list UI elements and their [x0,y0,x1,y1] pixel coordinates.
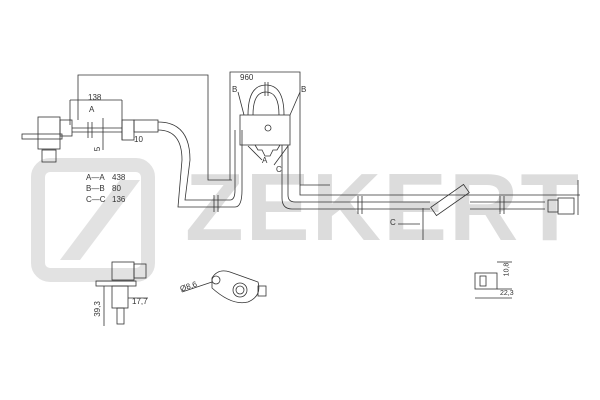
dimension-10-8: 10,8 [503,262,511,277]
marker-c-right: C [390,218,396,227]
dimension-17-7: 17,7 [132,297,148,306]
dimension-960: 960 [240,73,254,82]
marker-b-left: B [232,85,238,94]
marker-a-top: A [89,105,95,114]
marker-b-right: B [301,85,307,94]
dimension-22-3: 22,3 [500,290,514,297]
dimension-10: 10 [134,135,143,144]
watermark-text: ZEKERT [185,154,581,261]
marker-a-mid: A [262,156,268,165]
dimension-39-3: 39,3 [92,301,102,317]
dimension-5: 5 [93,146,103,152]
dimension-138: 138 [88,93,102,102]
marker-c-mid: C [276,165,282,174]
